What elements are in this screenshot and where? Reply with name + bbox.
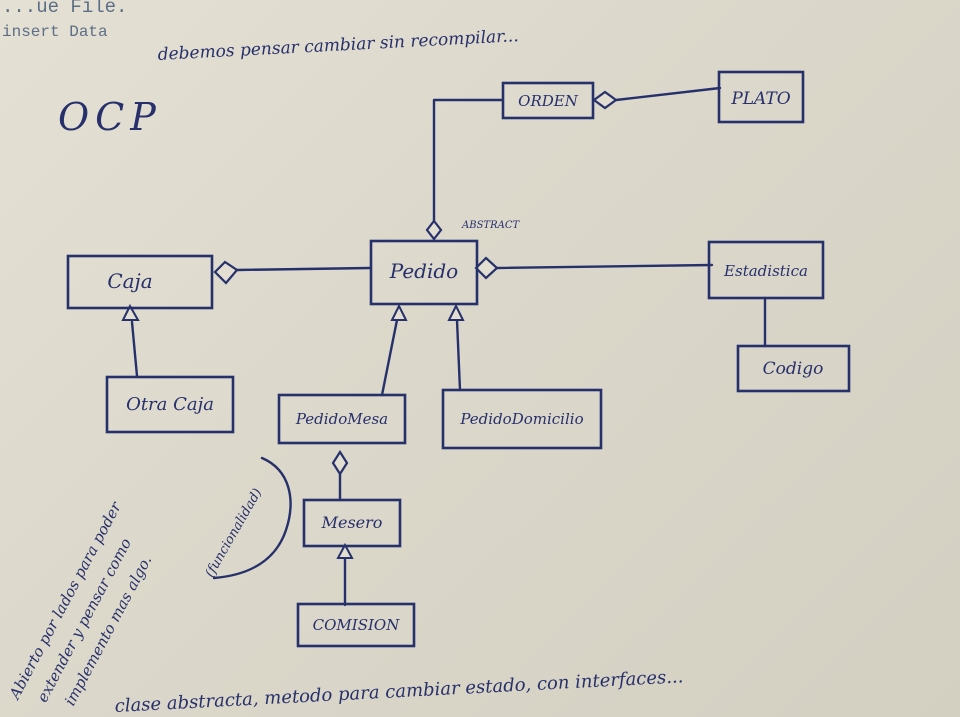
class-mesero: Mesero	[302, 498, 402, 548]
class-pedido-mesa: PedidoMesa	[277, 393, 407, 445]
class-caja-label: Caja	[107, 269, 152, 293]
class-estadistica-label: Estadistica	[723, 262, 808, 280]
side-note: Abierto por lados para poder extender y …	[5, 498, 156, 708]
class-pedido-domicilio-label: PedidoDomicilio	[459, 410, 583, 428]
mesero-inherit-arrow	[336, 542, 354, 559]
class-pedido-domicilio: PedidoDomicilio	[441, 388, 603, 450]
orden-diamond	[592, 90, 618, 110]
class-pedido-mesa-label: PedidoMesa	[295, 410, 388, 428]
class-orden-label: ORDEN	[518, 92, 579, 110]
domicilio-pedido-link	[455, 318, 462, 392]
caja-inherit-arrow	[121, 303, 140, 321]
class-comision-label: COMISION	[313, 616, 401, 634]
pedido-caja-link	[235, 266, 372, 272]
side-note-bracket	[212, 456, 292, 580]
footer-note: clase abstracta, metodo para cambiar est…	[114, 666, 684, 717]
class-codigo: Codigo	[736, 344, 851, 393]
otracaja-caja-link	[130, 320, 139, 378]
class-otra-caja-label: Otra Caja	[126, 394, 214, 415]
class-caja: Caja	[66, 254, 214, 310]
abstract-diamond	[425, 219, 443, 241]
class-mesero-label: Mesero	[321, 513, 383, 532]
class-pedido: Pedido	[369, 239, 479, 306]
header-note: debemos pensar cambiar sin recompilar...	[157, 26, 519, 65]
class-codigo-label: Codigo	[763, 359, 824, 379]
corner-note-1: ...ue File.	[2, 0, 127, 18]
class-comision: COMISION	[296, 602, 416, 648]
class-plato: PLATO	[717, 70, 805, 124]
class-orden: ORDEN	[501, 81, 595, 120]
pedido-inherit-arrow-2	[447, 303, 465, 321]
class-estadistica: Estadistica	[707, 240, 825, 300]
pedidomesa-diamond	[331, 449, 349, 477]
class-plato-label: PLATO	[730, 89, 790, 109]
abstract-tag: ABSTRACT	[461, 220, 520, 231]
orden-plato-link	[614, 86, 722, 102]
pedido-orden-link	[432, 98, 505, 224]
pedido-diamond	[474, 256, 499, 280]
pedido-estadistica-link	[494, 263, 714, 270]
pedidomesa-pedido-link	[380, 318, 399, 397]
class-pedido-label: Pedido	[389, 259, 458, 283]
pedido-inherit-arrow-1	[390, 303, 408, 321]
class-otra-caja: Otra Caja	[105, 375, 235, 434]
principle-title: OCP	[58, 95, 162, 139]
corner-note-2: insert Data	[2, 23, 108, 41]
caja-diamond	[213, 260, 239, 285]
